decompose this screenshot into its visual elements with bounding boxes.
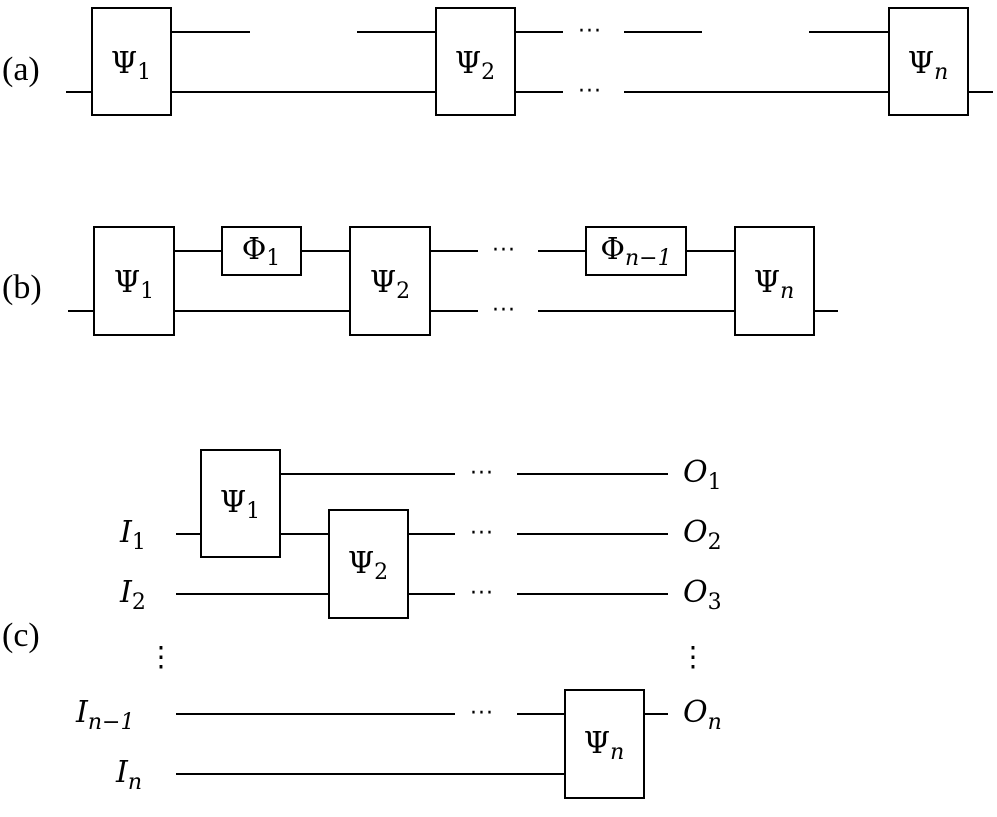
gate-psi-2: Ψ2: [328, 509, 409, 619]
gate-label: Ψn: [754, 265, 794, 304]
panel-c-label: (c): [2, 617, 40, 654]
gate-label: Ψ1: [111, 46, 151, 85]
ellipsis: ···: [578, 79, 602, 104]
gate-label: Ψ1: [220, 485, 260, 524]
vertical-ellipsis: ⋮: [679, 640, 707, 673]
gate-psi-1: Ψ1: [93, 226, 175, 336]
gate-psi-1: Ψ1: [91, 7, 172, 116]
panel-b-label: (b): [2, 269, 42, 306]
output-label: O2: [683, 515, 722, 555]
gate-label: Ψn: [908, 46, 948, 85]
ellipsis: ···: [470, 581, 494, 606]
panel-b: (b) ··· ··· Ψ1 Ψ2 Ψn Φ1: [2, 226, 838, 336]
ellipsis: ···: [470, 701, 494, 726]
gate-label: Φn−1: [600, 232, 671, 271]
panel-a-label: (a): [2, 51, 40, 88]
gate-psi-2: Ψ2: [349, 226, 431, 336]
gate-psi-2: Ψ2: [435, 7, 516, 116]
gate-psi-n: Ψn: [888, 7, 969, 116]
ellipsis: ···: [492, 238, 516, 263]
input-label: In−1: [75, 695, 134, 735]
gate-label: Ψ2: [370, 265, 410, 304]
gate-label: Ψ2: [455, 46, 495, 85]
vertical-ellipsis: ⋮: [147, 640, 175, 673]
gate-psi-1: Ψ1: [200, 449, 281, 558]
gate-psi-n: Ψn: [564, 689, 645, 799]
gate-label: Ψn: [584, 726, 624, 765]
input-label: In: [115, 755, 142, 795]
panel-c: (c) I1 I2 ⋮ In−1 In ··· ··· ··· ··· Ψ1: [2, 449, 722, 799]
gate-label: Φ1: [242, 232, 281, 271]
input-label: I2: [119, 575, 146, 615]
panel-a: (a) ··· ··· Ψ1 Ψ2 Ψn: [2, 7, 993, 116]
gate-label: Ψ2: [348, 546, 388, 585]
output-label: O1: [683, 455, 722, 495]
input-label: I1: [119, 515, 146, 555]
ellipsis: ···: [578, 19, 602, 44]
ellipsis: ···: [470, 521, 494, 546]
gate-phi-1: Φ1: [221, 226, 302, 276]
gate-label: Ψ1: [114, 265, 154, 304]
ellipsis: ···: [470, 461, 494, 486]
gate-phi-n-minus-1: Φn−1: [585, 226, 687, 276]
output-label: On: [683, 695, 722, 735]
gate-psi-n: Ψn: [734, 226, 815, 336]
ellipsis: ···: [492, 298, 516, 323]
output-label: O3: [683, 575, 722, 615]
